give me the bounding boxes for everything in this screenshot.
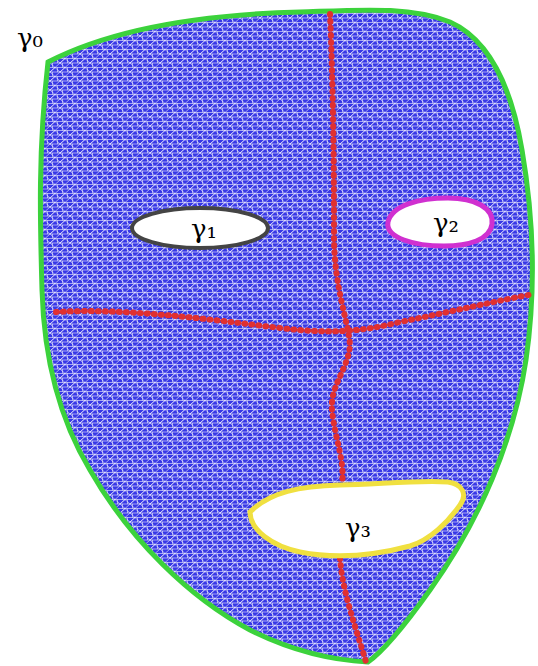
- hole-boundary-3: [250, 481, 464, 555]
- horizontal-seam: [56, 294, 534, 331]
- face-surface: [40, 10, 532, 662]
- hole-boundary-1: [132, 208, 268, 248]
- center-seam: [330, 14, 366, 662]
- hole-boundary-2: [388, 198, 492, 246]
- boundary-label: γ₀: [17, 25, 43, 51]
- boundary-label: γ₃: [345, 515, 371, 541]
- boundary-label: γ₁: [191, 216, 217, 242]
- boundary-label: γ₂: [433, 210, 459, 236]
